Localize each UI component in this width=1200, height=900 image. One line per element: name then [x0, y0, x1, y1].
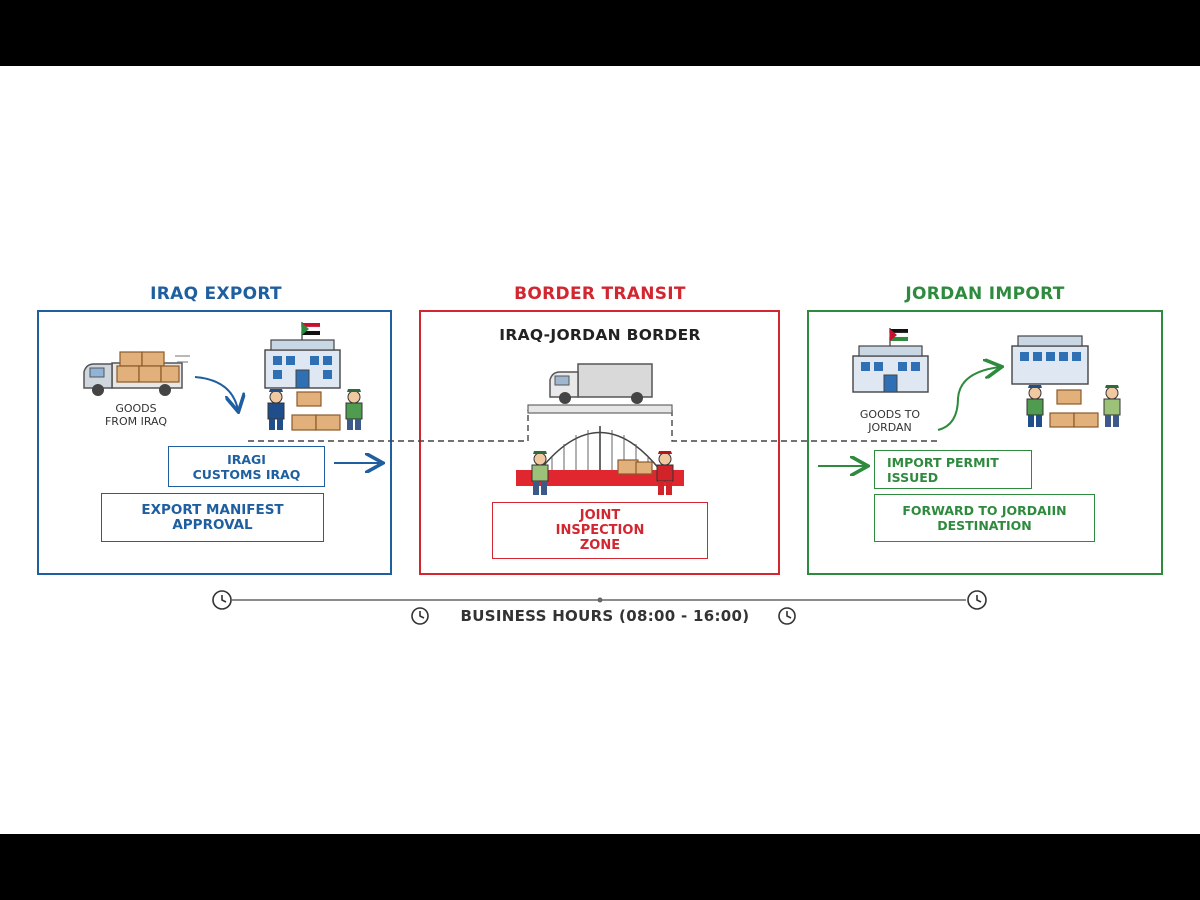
joint-inspection-label: JOINT INSPECTION ZONE [555, 508, 645, 553]
border-transit-panel [419, 310, 780, 575]
crate-icon [116, 351, 180, 383]
jordan-import-panel [807, 310, 1163, 575]
clock-icon [212, 590, 232, 610]
clock-icon [967, 590, 987, 610]
iraq-export-panel [37, 310, 392, 575]
export-manifest-label: EXPORT MANIFEST APPROVAL [141, 501, 284, 533]
letterbox-top [0, 0, 1200, 66]
building-icon [1011, 335, 1089, 385]
forward-destination-label: FORWARD TO JORDAIIN DESTINATION [902, 503, 1067, 533]
import-permit-box: IMPORT PERMIT ISSUED [874, 450, 1032, 489]
joint-inspection-box: JOINT INSPECTION ZONE [492, 502, 708, 559]
crate-icon [291, 391, 341, 431]
officer-icon [1103, 385, 1121, 427]
truck-icon [549, 363, 653, 404]
clock-icon [778, 607, 796, 625]
business-hours-caption: BUSINESS HOURS (08:00 - 16:00) [460, 607, 750, 625]
clock-icon [411, 607, 429, 625]
iraq-export-heading: IRAQ EXPORT [150, 284, 282, 304]
border-transit-heading: BORDER TRANSIT [514, 284, 686, 304]
forward-destination-box: FORWARD TO JORDAIIN DESTINATION [874, 494, 1095, 542]
officer-icon [267, 389, 285, 430]
arrow-icon [194, 376, 238, 410]
officer-icon [345, 389, 363, 430]
dashed-flow-line [248, 410, 940, 442]
officer-icon [1026, 385, 1044, 427]
timeline-midpoint [597, 597, 603, 603]
border-road [527, 404, 673, 414]
crate-icon [1049, 389, 1099, 428]
officer-icon [531, 451, 549, 495]
flag-icon [301, 322, 321, 340]
import-permit-label: IMPORT PERMIT ISSUED [887, 454, 999, 485]
arrow-icon [937, 367, 1000, 431]
iraqi-customs-label: IRAGI CUSTOMS IRAQ [192, 451, 301, 482]
border-subtitle: IRAQ-JORDAN BORDER [499, 326, 701, 344]
flag-icon [889, 328, 909, 346]
officer-icon [656, 451, 674, 495]
goods-to-jordan-label: GOODS TO JORDAN [859, 408, 921, 434]
letterbox-bottom [0, 834, 1200, 900]
iraqi-customs-box: IRAGI CUSTOMS IRAQ [168, 446, 325, 487]
building-icon [852, 345, 929, 393]
building-icon [264, 339, 341, 389]
crate-icon [617, 459, 653, 475]
goods-from-iraq-label: GOODS FROM IRAQ [104, 402, 168, 428]
jordan-import-heading: JORDAN IMPORT [905, 284, 1065, 304]
export-manifest-box: EXPORT MANIFEST APPROVAL [101, 493, 324, 542]
